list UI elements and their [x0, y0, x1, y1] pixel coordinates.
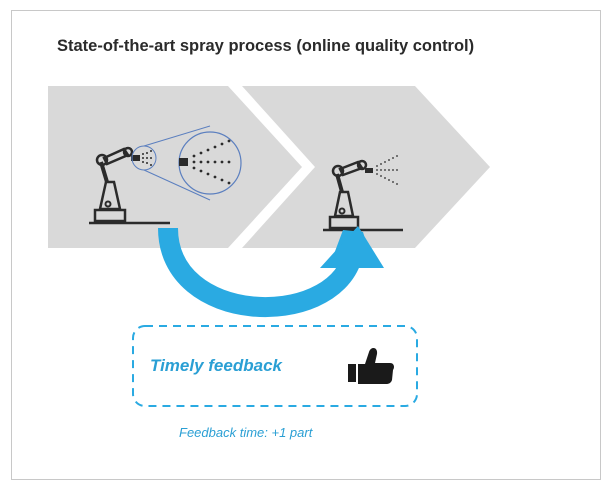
- feedback-box: [132, 325, 418, 407]
- robot-arm-with-zoomed-nozzle-icon: [89, 125, 242, 225]
- feedback-arrow: [158, 226, 384, 317]
- feedback-label: Timely feedback: [150, 356, 282, 375]
- process-step-1-chevron: [48, 86, 302, 248]
- thumbs-up-icon: [348, 348, 394, 384]
- robot-arm-spraying-icon: [323, 155, 403, 232]
- diagram-title: State-of-the-art spray process (online q…: [57, 37, 475, 55]
- feedback-time-caption: Feedback time: +1 part: [179, 425, 313, 440]
